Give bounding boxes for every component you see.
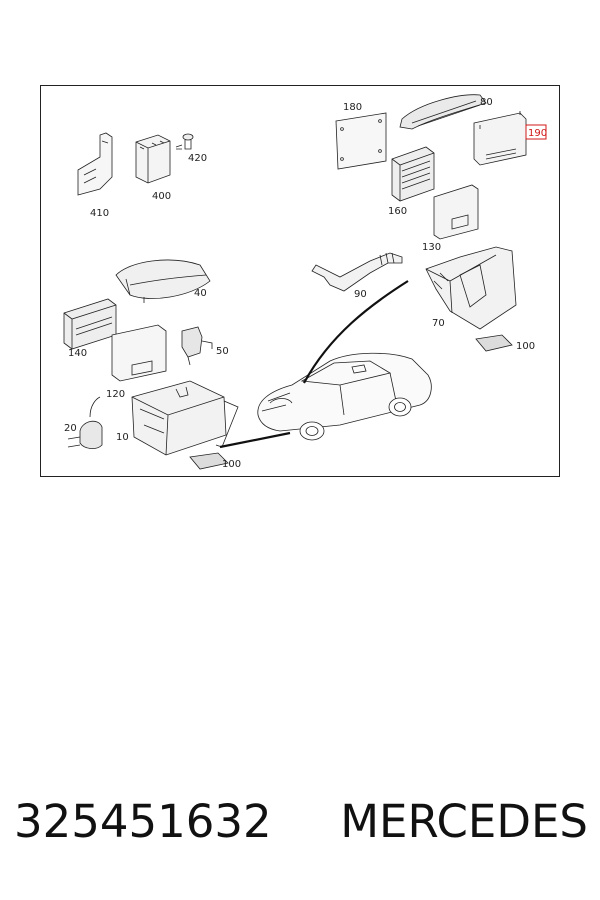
pad-100-right-part[interactable] <box>475 334 513 352</box>
label-140: 140 <box>68 348 87 359</box>
bracket-410-part[interactable] <box>77 132 113 196</box>
car-illustration <box>257 352 432 441</box>
footer: 325451632 MERCEDES <box>0 795 600 865</box>
label-70: 70 <box>432 318 445 329</box>
label-20: 20 <box>64 423 77 434</box>
module-120-part[interactable] <box>111 324 167 382</box>
cover-80-part[interactable] <box>399 94 487 130</box>
label-90: 90 <box>354 289 367 300</box>
module-130-part[interactable] <box>433 184 479 240</box>
parts-diagram: 180 80 190 160 130 420 400 410 40 90 70 … <box>40 85 560 477</box>
box-70-part[interactable] <box>425 246 517 330</box>
label-400: 400 <box>152 191 171 202</box>
box-10-part[interactable] <box>131 380 239 456</box>
part-number: 325451632 <box>14 795 272 848</box>
brand-name: MERCEDES <box>340 795 588 848</box>
line-10-to-car <box>219 431 291 449</box>
label-130: 130 <box>422 242 441 253</box>
label-120: 120 <box>106 389 125 400</box>
relay-50-part[interactable] <box>181 326 213 366</box>
label-420: 420 <box>188 153 207 164</box>
label-40: 40 <box>194 288 207 299</box>
highlight-box-190 <box>525 124 547 140</box>
connection-lines <box>219 280 409 449</box>
label-100-right: 100 <box>516 341 535 352</box>
bolt-420-part[interactable] <box>175 133 194 150</box>
line-car-to-70 <box>303 280 409 384</box>
module-400-part[interactable] <box>135 134 171 184</box>
label-410: 410 <box>90 208 109 219</box>
label-10: 10 <box>116 432 129 443</box>
diagram-svg: 180 80 190 160 130 420 400 410 40 90 70 … <box>40 85 560 477</box>
label-180: 180 <box>343 102 362 113</box>
label-160: 160 <box>388 206 407 217</box>
hose-90-part[interactable] <box>311 252 403 292</box>
label-80: 80 <box>480 97 493 108</box>
pad-100-bottom-part[interactable] <box>189 452 229 470</box>
plate-180-part[interactable] <box>335 112 387 170</box>
module-190-part[interactable] <box>473 111 527 166</box>
module-160-part[interactable] <box>391 146 435 202</box>
label-100-bottom: 100 <box>222 459 241 470</box>
motor-20-part[interactable] <box>67 396 103 449</box>
cover-40-part[interactable] <box>115 259 211 303</box>
label-190-highlighted[interactable]: 190 <box>528 128 547 139</box>
label-50: 50 <box>216 346 229 357</box>
